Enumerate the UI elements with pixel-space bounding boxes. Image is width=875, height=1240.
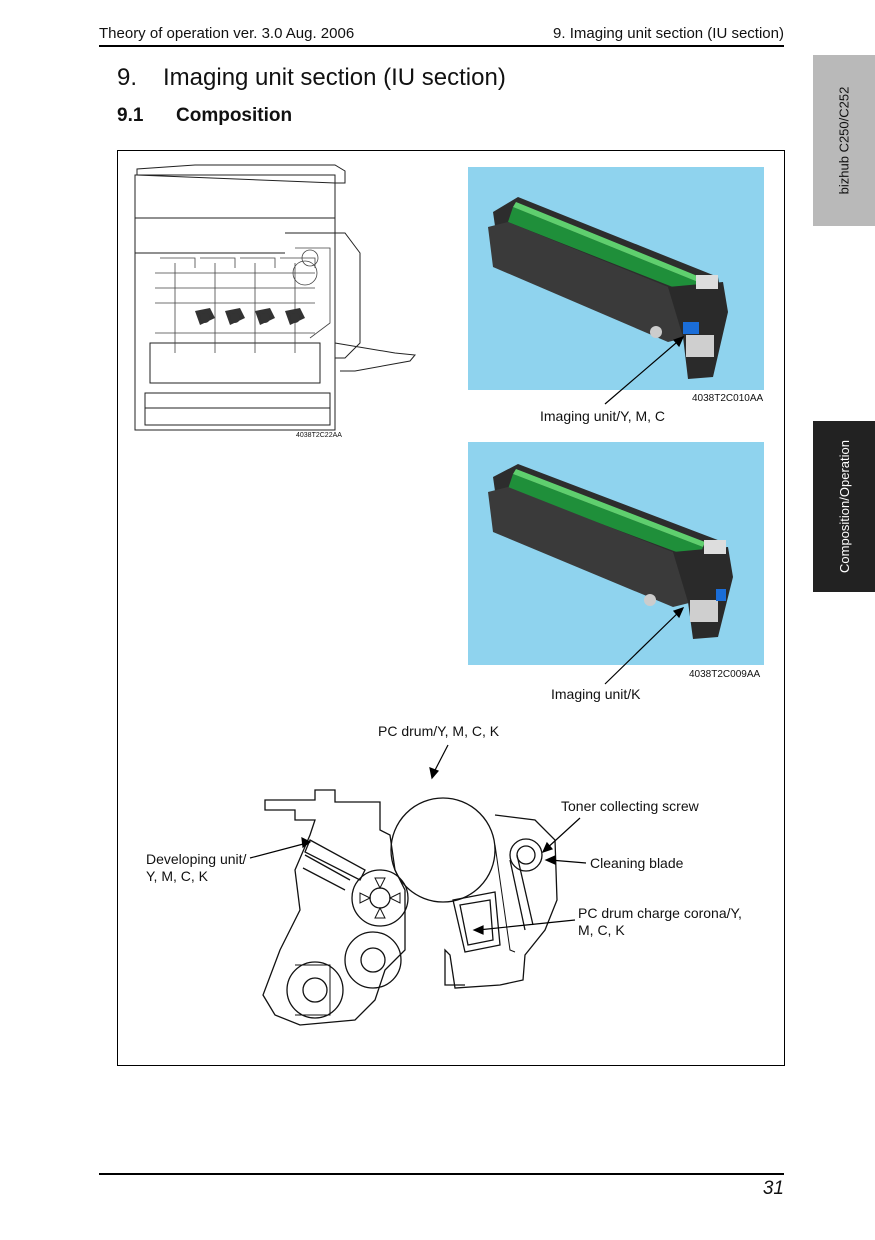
section-number: 9. <box>117 64 138 91</box>
developing-unit-label-line2: Y, M, C, K <box>146 868 208 884</box>
section-title: Imaging unit section (IU section) <box>163 64 506 91</box>
imaging-unit-ymc-photo <box>468 167 764 390</box>
photo-ymc-code: 4038T2C010AA <box>692 393 764 404</box>
running-header-left: Theory of operation ver. 3.0 Aug. 2006 <box>99 25 355 42</box>
section-side-tab[interactable]: Composition/Operation <box>813 421 875 592</box>
charge-corona-label: PC drum charge corona/Y, M, C, K <box>578 905 742 939</box>
figure-frame <box>117 150 785 1066</box>
imaging-unit-ymc-label: Imaging unit/Y, M, C <box>540 408 666 424</box>
subsection-number: 9.1 <box>117 105 144 126</box>
developing-unit-label: Developing unit/ Y, M, C, K <box>146 851 246 885</box>
machine-cross-section-drawing <box>134 164 416 431</box>
toner-collecting-screw-label: Toner collecting screw <box>561 798 699 814</box>
footer-rule <box>99 1173 784 1175</box>
photo-k-code: 4038T2C009AA <box>689 669 761 680</box>
page-number: 31 <box>762 1178 784 1199</box>
charge-corona-label-line1: PC drum charge corona/Y, <box>578 905 742 921</box>
charge-corona-label-line2: M, C, K <box>578 922 625 938</box>
machine-drawing-code: 4038T2C22AA <box>296 432 342 439</box>
subsection-title: Composition <box>176 105 293 126</box>
developing-unit-label-line1: Developing unit/ <box>146 851 247 867</box>
imaging-unit-ymc-shape <box>488 197 728 379</box>
imaging-unit-k-shape <box>488 464 733 639</box>
pc-drum-label: PC drum/Y, M, C, K <box>378 723 500 739</box>
imaging-unit-k-photo <box>468 442 764 665</box>
section-heading: 9. Imaging unit section (IU section) <box>117 64 506 92</box>
running-header-right: 9. Imaging unit section (IU section) <box>553 25 784 42</box>
imaging-unit-cross-section <box>262 789 558 1026</box>
subsection-heading: 9.1 Composition <box>117 105 292 127</box>
imaging-unit-k-label: Imaging unit/K <box>551 686 641 702</box>
cleaning-blade-label: Cleaning blade <box>590 855 684 871</box>
model-side-tab[interactable]: bizhub C250/C252 <box>813 55 875 226</box>
header-rule <box>99 45 784 47</box>
